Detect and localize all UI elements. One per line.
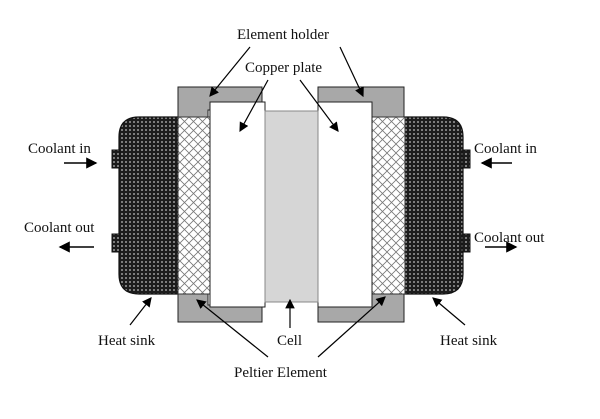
coolant-port-in-right	[461, 149, 471, 169]
label-cell: Cell	[277, 333, 302, 349]
leader-peltier-right	[317, 296, 386, 358]
leader-peltier-left	[196, 299, 269, 358]
leader-copper-plate-right	[299, 79, 339, 132]
leader-heat-sink-right	[432, 297, 466, 326]
label-coolant-out-left: Coolant out	[24, 220, 95, 236]
heat-sink-left	[118, 116, 179, 295]
leader-element-holder-right	[339, 46, 364, 98]
cell	[264, 110, 319, 303]
heat-sink-right	[403, 116, 464, 295]
leader-heat-sink-left	[129, 297, 152, 326]
label-heat-sink-left: Heat sink	[98, 333, 156, 349]
label-coolant-in-left: Coolant in	[28, 141, 91, 157]
label-coolant-in-right: Coolant in	[474, 141, 537, 157]
leader-element-holder-left	[209, 46, 251, 97]
label-copper-plate: Copper plate	[245, 60, 322, 76]
label-coolant-out-right: Coolant out	[474, 230, 545, 246]
peltier-element-right	[371, 116, 406, 295]
label-heat-sink-right: Heat sink	[440, 333, 498, 349]
label-peltier-element: Peltier Element	[234, 365, 328, 381]
coolant-port-out-right	[461, 233, 471, 253]
label-element-holder: Element holder	[237, 27, 329, 43]
copper-plate-right	[317, 101, 373, 308]
coolant-port-in-left	[111, 149, 121, 169]
copper-plate-left	[209, 101, 266, 308]
leader-copper-plate-left	[239, 79, 269, 133]
peltier-element-left	[177, 116, 211, 295]
coolant-port-out-left	[111, 233, 121, 253]
